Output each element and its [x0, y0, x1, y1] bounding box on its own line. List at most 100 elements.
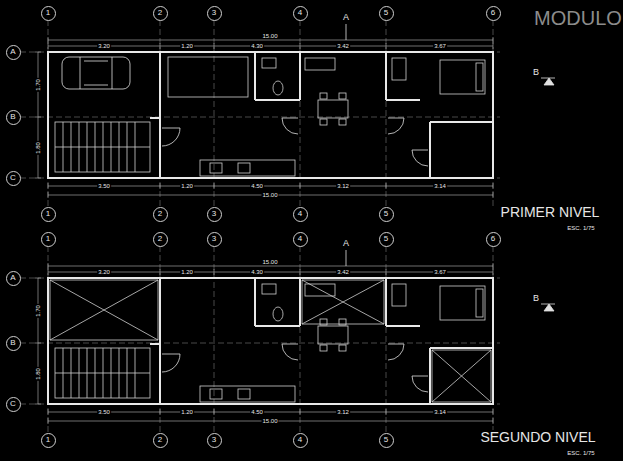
grid-id: A [10, 48, 15, 56]
dimension-text: 1.80 [35, 367, 41, 381]
car-outline [62, 57, 130, 89]
desk [168, 57, 248, 97]
car-outline [62, 57, 130, 89]
grid-bubble: 3 [207, 6, 222, 21]
grid-bubble: C [6, 397, 21, 412]
grid-bubble: 1 [41, 207, 56, 222]
grid-id: 1 [46, 235, 50, 243]
dimension-text: 1.20 [180, 409, 194, 415]
grid-bubble: 6 [486, 232, 501, 247]
grid-id: 3 [212, 9, 216, 17]
grid-id: B [10, 113, 15, 121]
grid-id: 6 [491, 9, 495, 17]
title: MODULO [533, 8, 623, 28]
dimension-text: 3.50 [97, 409, 111, 415]
grid-id: A [10, 274, 15, 282]
grid-bubble: 2 [153, 6, 168, 21]
dimension-text: 1.70 [35, 304, 41, 318]
dimension-text: 3.20 [97, 43, 111, 49]
dimension-text: 3.67 [433, 269, 447, 275]
grid-bubble: 4 [293, 433, 308, 448]
grid-bubble: 1 [41, 232, 56, 247]
section-marker [541, 78, 555, 304]
grid-bubble: 5 [379, 433, 394, 448]
dimension-text: 1.20 [180, 269, 194, 275]
grid-id: 4 [298, 235, 302, 243]
section-marker [346, 24, 347, 40]
dimension-text: 1.20 [180, 43, 194, 49]
grid-bubble: A [6, 271, 21, 286]
section-marker [346, 24, 555, 311]
dimension-text: 3.42 [336, 43, 350, 49]
grid-bubble: 4 [293, 207, 308, 222]
section-marker [346, 250, 347, 266]
grid-id: C [10, 174, 16, 182]
grid-bubble: B [6, 336, 21, 351]
grid-id: 5 [384, 210, 388, 218]
grid-bubble: A [6, 45, 21, 60]
grid-bubble: 3 [207, 232, 222, 247]
section-mark: B [532, 294, 540, 303]
dimension-text: 3.20 [97, 269, 111, 275]
grid-id: 1 [46, 9, 50, 17]
dimension-text: 3.12 [336, 409, 350, 415]
grid-id: 6 [491, 235, 495, 243]
dimension-text: 3.14 [433, 183, 447, 189]
dimension-text: 15.00 [261, 418, 278, 424]
second-floor-plan [20, 246, 500, 433]
grid-id: 3 [212, 235, 216, 243]
dimension-text: 1.70 [35, 78, 41, 92]
car-outline [80, 57, 112, 89]
void-cross [302, 280, 384, 324]
plan-caption: SEGUNDO NIVEL [479, 430, 596, 444]
grid-id: 1 [46, 436, 50, 444]
grid-id: 5 [384, 235, 388, 243]
grid-bubble: 4 [293, 232, 308, 247]
grid-bubble: 1 [41, 433, 56, 448]
grid-bubble: 6 [486, 6, 501, 21]
grid-bubble: B [6, 110, 21, 125]
dimension-text: 1.20 [180, 183, 194, 189]
dimension-text: 3.12 [336, 183, 350, 189]
dimension-text: 4.50 [250, 409, 264, 415]
grid-id: 5 [384, 436, 388, 444]
grid-id: 4 [298, 9, 302, 17]
grid-bubble: 5 [379, 6, 394, 21]
section-mark: A [342, 13, 350, 22]
section-mark: A [342, 239, 350, 248]
grid-id: B [10, 339, 15, 347]
grid-id: 1 [46, 210, 50, 218]
grid-id: 4 [298, 436, 302, 444]
grid-id: 5 [384, 9, 388, 17]
grid-id: 2 [158, 235, 162, 243]
section-marker [544, 78, 554, 85]
dimension-text: 1.80 [35, 141, 41, 155]
dimension-text: 15.00 [261, 33, 278, 39]
dimension-text: 4.50 [250, 183, 264, 189]
grid-bubble: C [6, 171, 21, 186]
grid-id: 3 [212, 210, 216, 218]
grid-bubble: 5 [379, 232, 394, 247]
void-cross [50, 280, 491, 402]
void-cross [50, 280, 158, 340]
grid-bubble: 5 [379, 207, 394, 222]
dimension-text: 4.30 [250, 269, 264, 275]
grid-bubble: 4 [293, 6, 308, 21]
dimension-text: 3.50 [97, 183, 111, 189]
plan-caption: ESC. 1/75 [566, 450, 595, 456]
void-cross [432, 350, 491, 402]
dimension-text: 3.42 [336, 269, 350, 275]
grid-id: 2 [158, 210, 162, 218]
desk [168, 57, 248, 97]
dimension-text: 3.67 [433, 43, 447, 49]
dimension-text: 15.00 [261, 192, 278, 198]
dimension-text: 3.14 [433, 409, 447, 415]
section-mark: B [532, 68, 540, 77]
plan-caption: ESC. 1/75 [566, 225, 595, 231]
grid-bubble: 2 [153, 232, 168, 247]
grid-bubble: 3 [207, 207, 222, 222]
grid-id: 2 [158, 436, 162, 444]
grid-id: 4 [298, 210, 302, 218]
